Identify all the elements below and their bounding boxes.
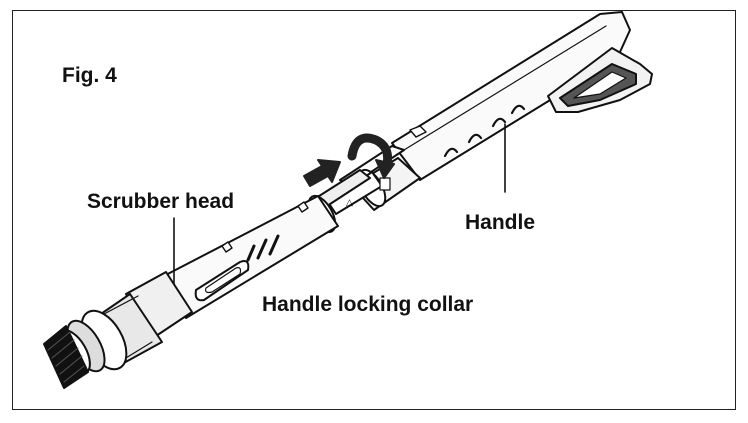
rotate-arrow-icon [347,133,395,179]
scrubber-head-label: Scrubber head [87,190,235,213]
handle-locking-collar-label: Handle locking collar [262,293,474,316]
scrubber-head-tube [159,195,339,319]
figure-title: Fig. 4 [62,64,117,87]
figure-frame [12,10,736,410]
push-arrow-icon [303,159,341,187]
handle-label: Handle [465,211,536,234]
scrubber-brush-head [43,271,193,389]
handle-end-cap [409,47,653,138]
svg-text:△: △ [346,197,353,207]
handle-tube [391,11,631,193]
